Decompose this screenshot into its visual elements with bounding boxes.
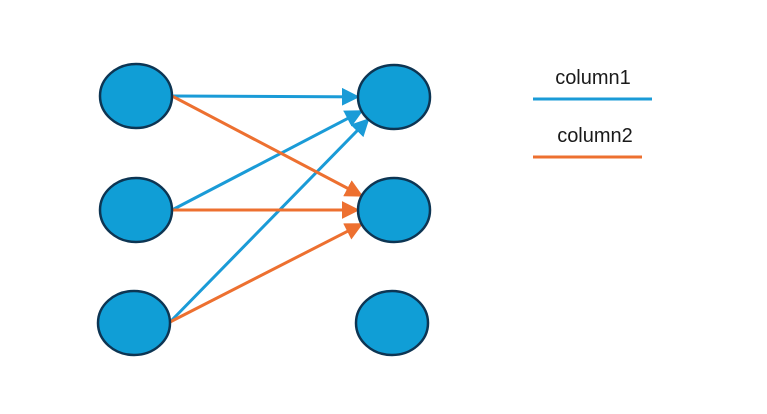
edge-l2-to-r1 [171, 109, 364, 212]
legend-label-column2: column2 [557, 125, 633, 147]
legend: column1 column2 [533, 67, 652, 159]
node-r1 [356, 63, 432, 131]
node-l1 [98, 62, 174, 130]
edges-layer [168, 87, 370, 324]
edge-l1-to-r2 [171, 94, 364, 198]
node-l2 [98, 176, 174, 244]
node-l3 [96, 289, 172, 357]
edge-l3-to-r1 [168, 118, 370, 324]
nodes-layer [96, 62, 432, 357]
legend-label-column1: column1 [555, 67, 631, 89]
edge-l3-to-r2 [169, 222, 364, 324]
node-r3 [354, 289, 430, 357]
node-r2 [356, 176, 432, 244]
edge-l1-to-r1 [171, 87, 360, 106]
